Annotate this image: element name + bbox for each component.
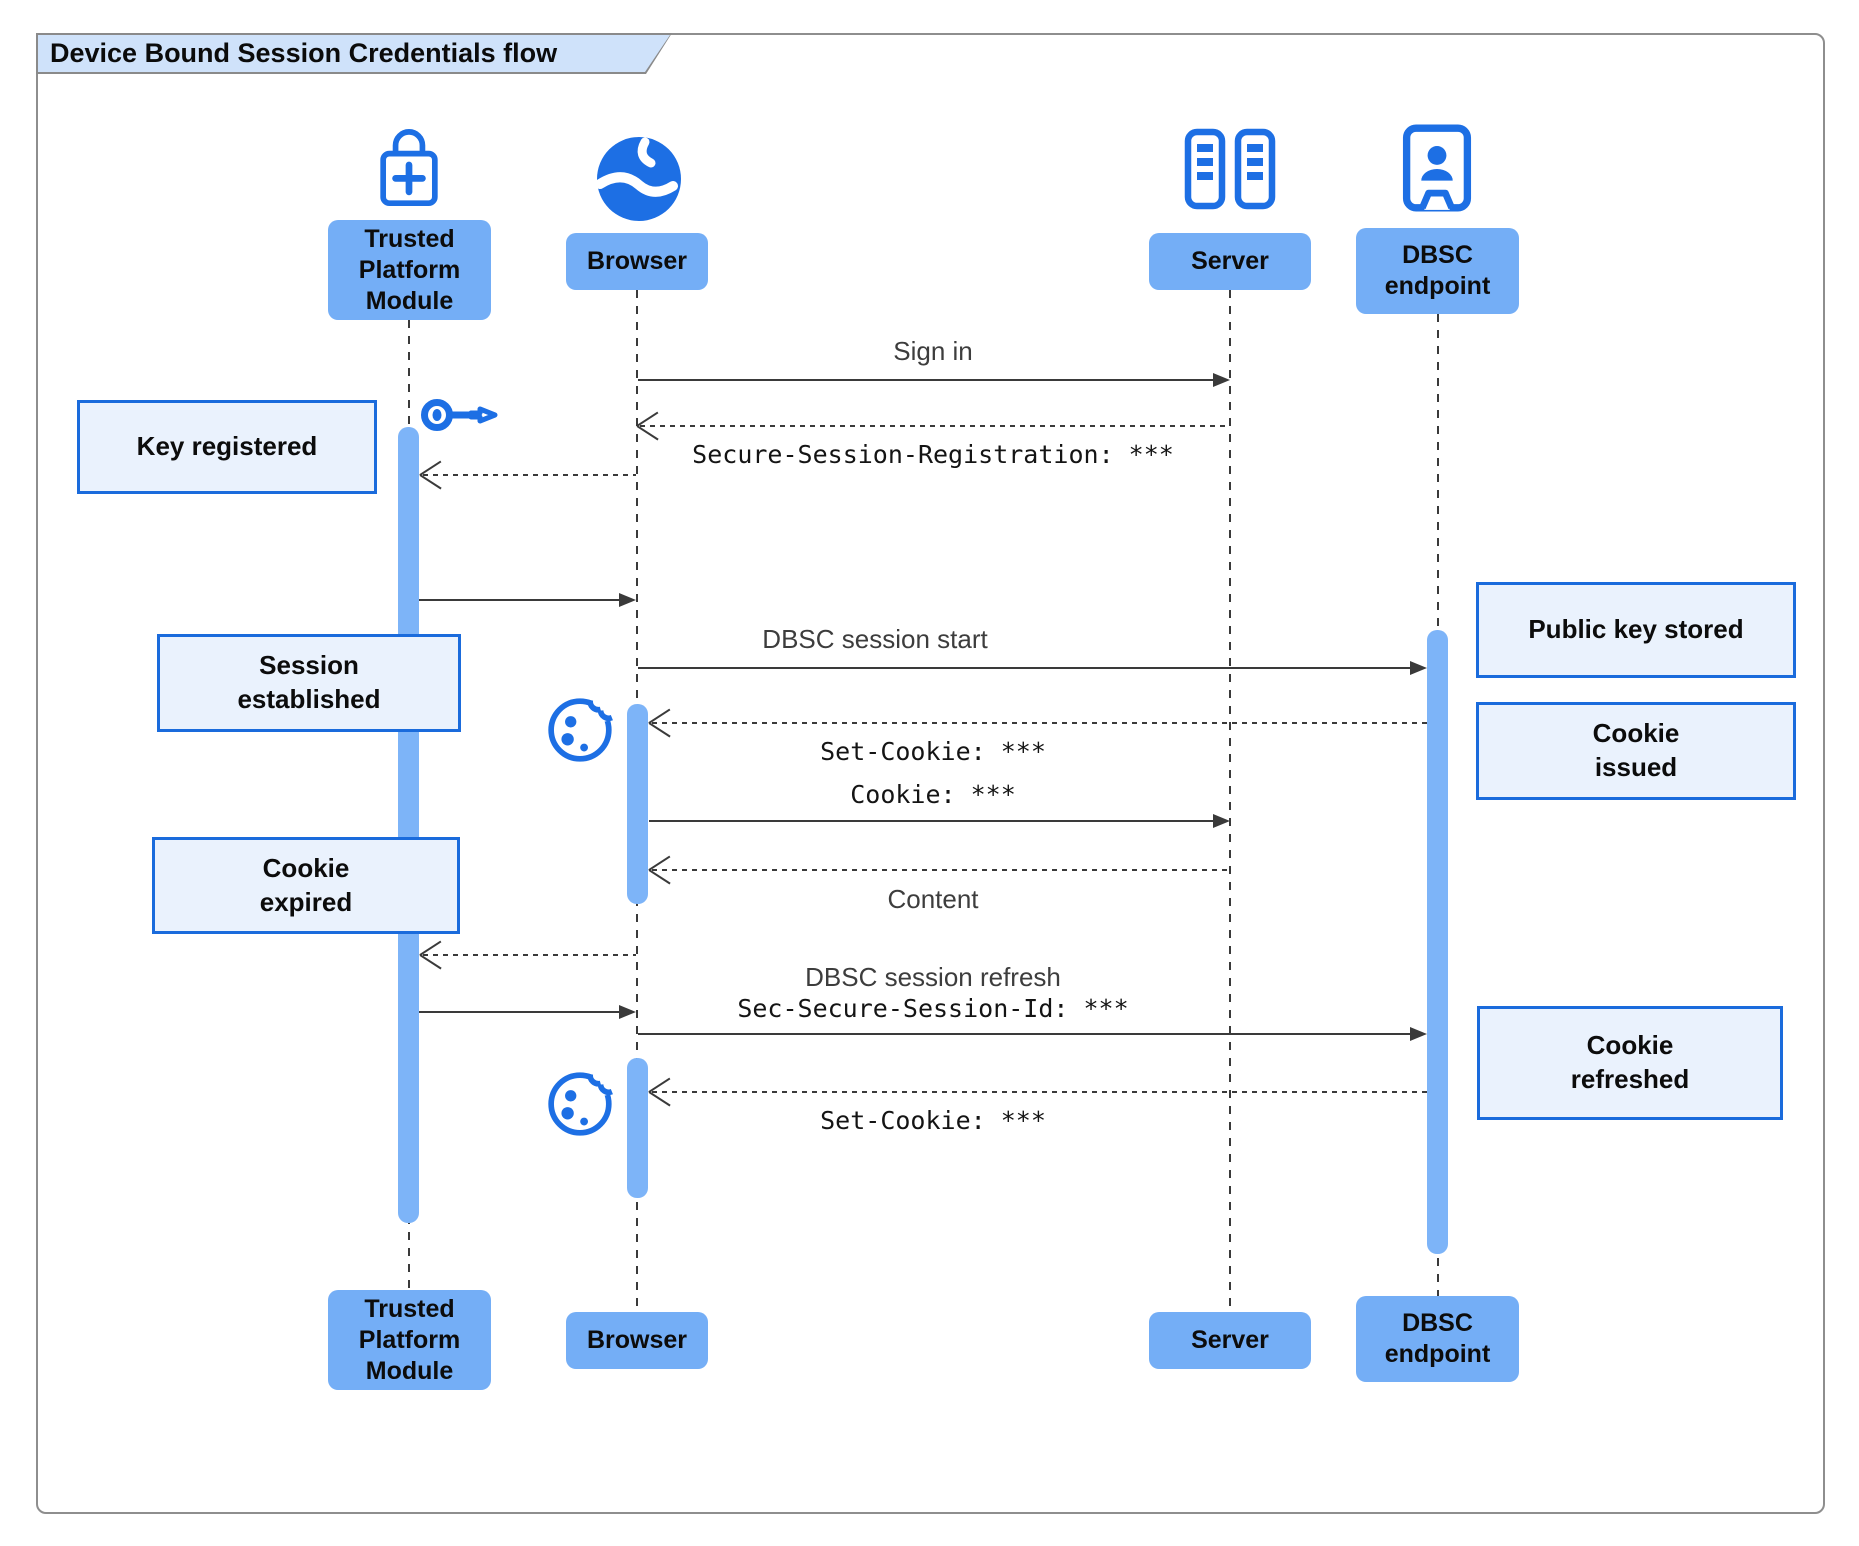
note-session-established: Session established bbox=[157, 634, 461, 732]
note-key-registered: Key registered bbox=[77, 400, 377, 494]
message-label-set-cookie-2: Set-Cookie: *** bbox=[820, 1106, 1046, 1135]
arrow-dbsc-session-start bbox=[638, 667, 1411, 669]
actor-label-server-bottom: Server bbox=[1149, 1312, 1311, 1369]
note-cookie-refreshed: Cookie refreshed bbox=[1477, 1006, 1783, 1120]
lock-plus-icon bbox=[378, 122, 440, 210]
arrow-tpm-to-browser-2 bbox=[419, 1011, 621, 1013]
message-label-dbsc-session-start: DBSC session start bbox=[762, 624, 988, 654]
arrowhead-dbsc-session-start bbox=[1410, 661, 1427, 675]
arrowhead-tpm-to-browser-2 bbox=[619, 1005, 636, 1019]
arrowhead-sign-in bbox=[1213, 373, 1230, 387]
actor-label-server-top: Server bbox=[1149, 233, 1311, 290]
message-label-sign-in: Sign in bbox=[893, 336, 973, 366]
diagram-title: Device Bound Session Credentials flow bbox=[50, 38, 558, 68]
actor-label-browser-bottom: Browser bbox=[566, 1312, 708, 1369]
actor-label-dbsc-top: DBSC endpoint bbox=[1356, 228, 1519, 314]
message-label-set-cookie-1: Set-Cookie: *** bbox=[820, 737, 1046, 766]
door-person-icon bbox=[1402, 124, 1472, 212]
arrow-sign-in bbox=[638, 379, 1216, 381]
globe-icon bbox=[594, 134, 684, 224]
key-icon bbox=[420, 384, 510, 446]
message-label-secure-session-registration: Secure-Session-Registration: *** bbox=[692, 440, 1174, 469]
arrowhead-dbsc-session-refresh bbox=[1410, 1027, 1427, 1041]
diagram-title-tab: Device Bound Session Credentials flow bbox=[36, 33, 672, 74]
arrow-set-cookie-2 bbox=[652, 1091, 1427, 1093]
arrowhead-cookie bbox=[1213, 814, 1230, 828]
activation-bar-browser-2 bbox=[627, 1058, 648, 1198]
arrow-browser-to-tpm-2 bbox=[423, 954, 636, 956]
actor-label-dbsc-bottom: DBSC endpoint bbox=[1356, 1296, 1519, 1382]
actor-label-browser-top: Browser bbox=[566, 233, 708, 290]
note-cookie-issued: Cookie issued bbox=[1476, 702, 1796, 800]
arrow-dbsc-session-refresh bbox=[638, 1033, 1411, 1035]
actor-label-tpm-bottom: Trusted Platform Module bbox=[328, 1290, 491, 1390]
activation-bar-browser-1 bbox=[627, 704, 648, 904]
arrow-secure-session-registration bbox=[640, 425, 1229, 427]
note-public-key-stored: Public key stored bbox=[1476, 582, 1796, 678]
message-label-cookie: Cookie: *** bbox=[850, 780, 1016, 809]
activation-bar-tpm bbox=[398, 427, 419, 1223]
lifeline-server bbox=[1229, 290, 1231, 1312]
note-cookie-expired: Cookie expired bbox=[152, 837, 460, 934]
cookie-icon bbox=[546, 694, 616, 764]
message-label-dbsc-session-refresh: DBSC session refresh bbox=[805, 962, 1061, 992]
arrow-content bbox=[652, 869, 1229, 871]
arrow-set-cookie-1 bbox=[652, 722, 1427, 724]
arrow-cookie bbox=[649, 820, 1214, 822]
message-label-content: Content bbox=[887, 884, 979, 914]
actor-label-tpm-top: Trusted Platform Module bbox=[328, 220, 491, 320]
cookie-icon bbox=[546, 1068, 616, 1138]
arrow-browser-to-tpm-1 bbox=[423, 474, 636, 476]
server-racks-icon bbox=[1184, 128, 1276, 210]
arrow-tpm-to-browser-1 bbox=[419, 599, 621, 601]
activation-bar-dbsc-endpoint bbox=[1427, 630, 1448, 1254]
message-label-sec-secure-session-id: Sec-Secure-Session-Id: *** bbox=[737, 994, 1129, 1023]
diagram-title-tab-fill: Device Bound Session Credentials flow bbox=[38, 35, 670, 72]
arrowhead-tpm-to-browser-1 bbox=[619, 593, 636, 607]
